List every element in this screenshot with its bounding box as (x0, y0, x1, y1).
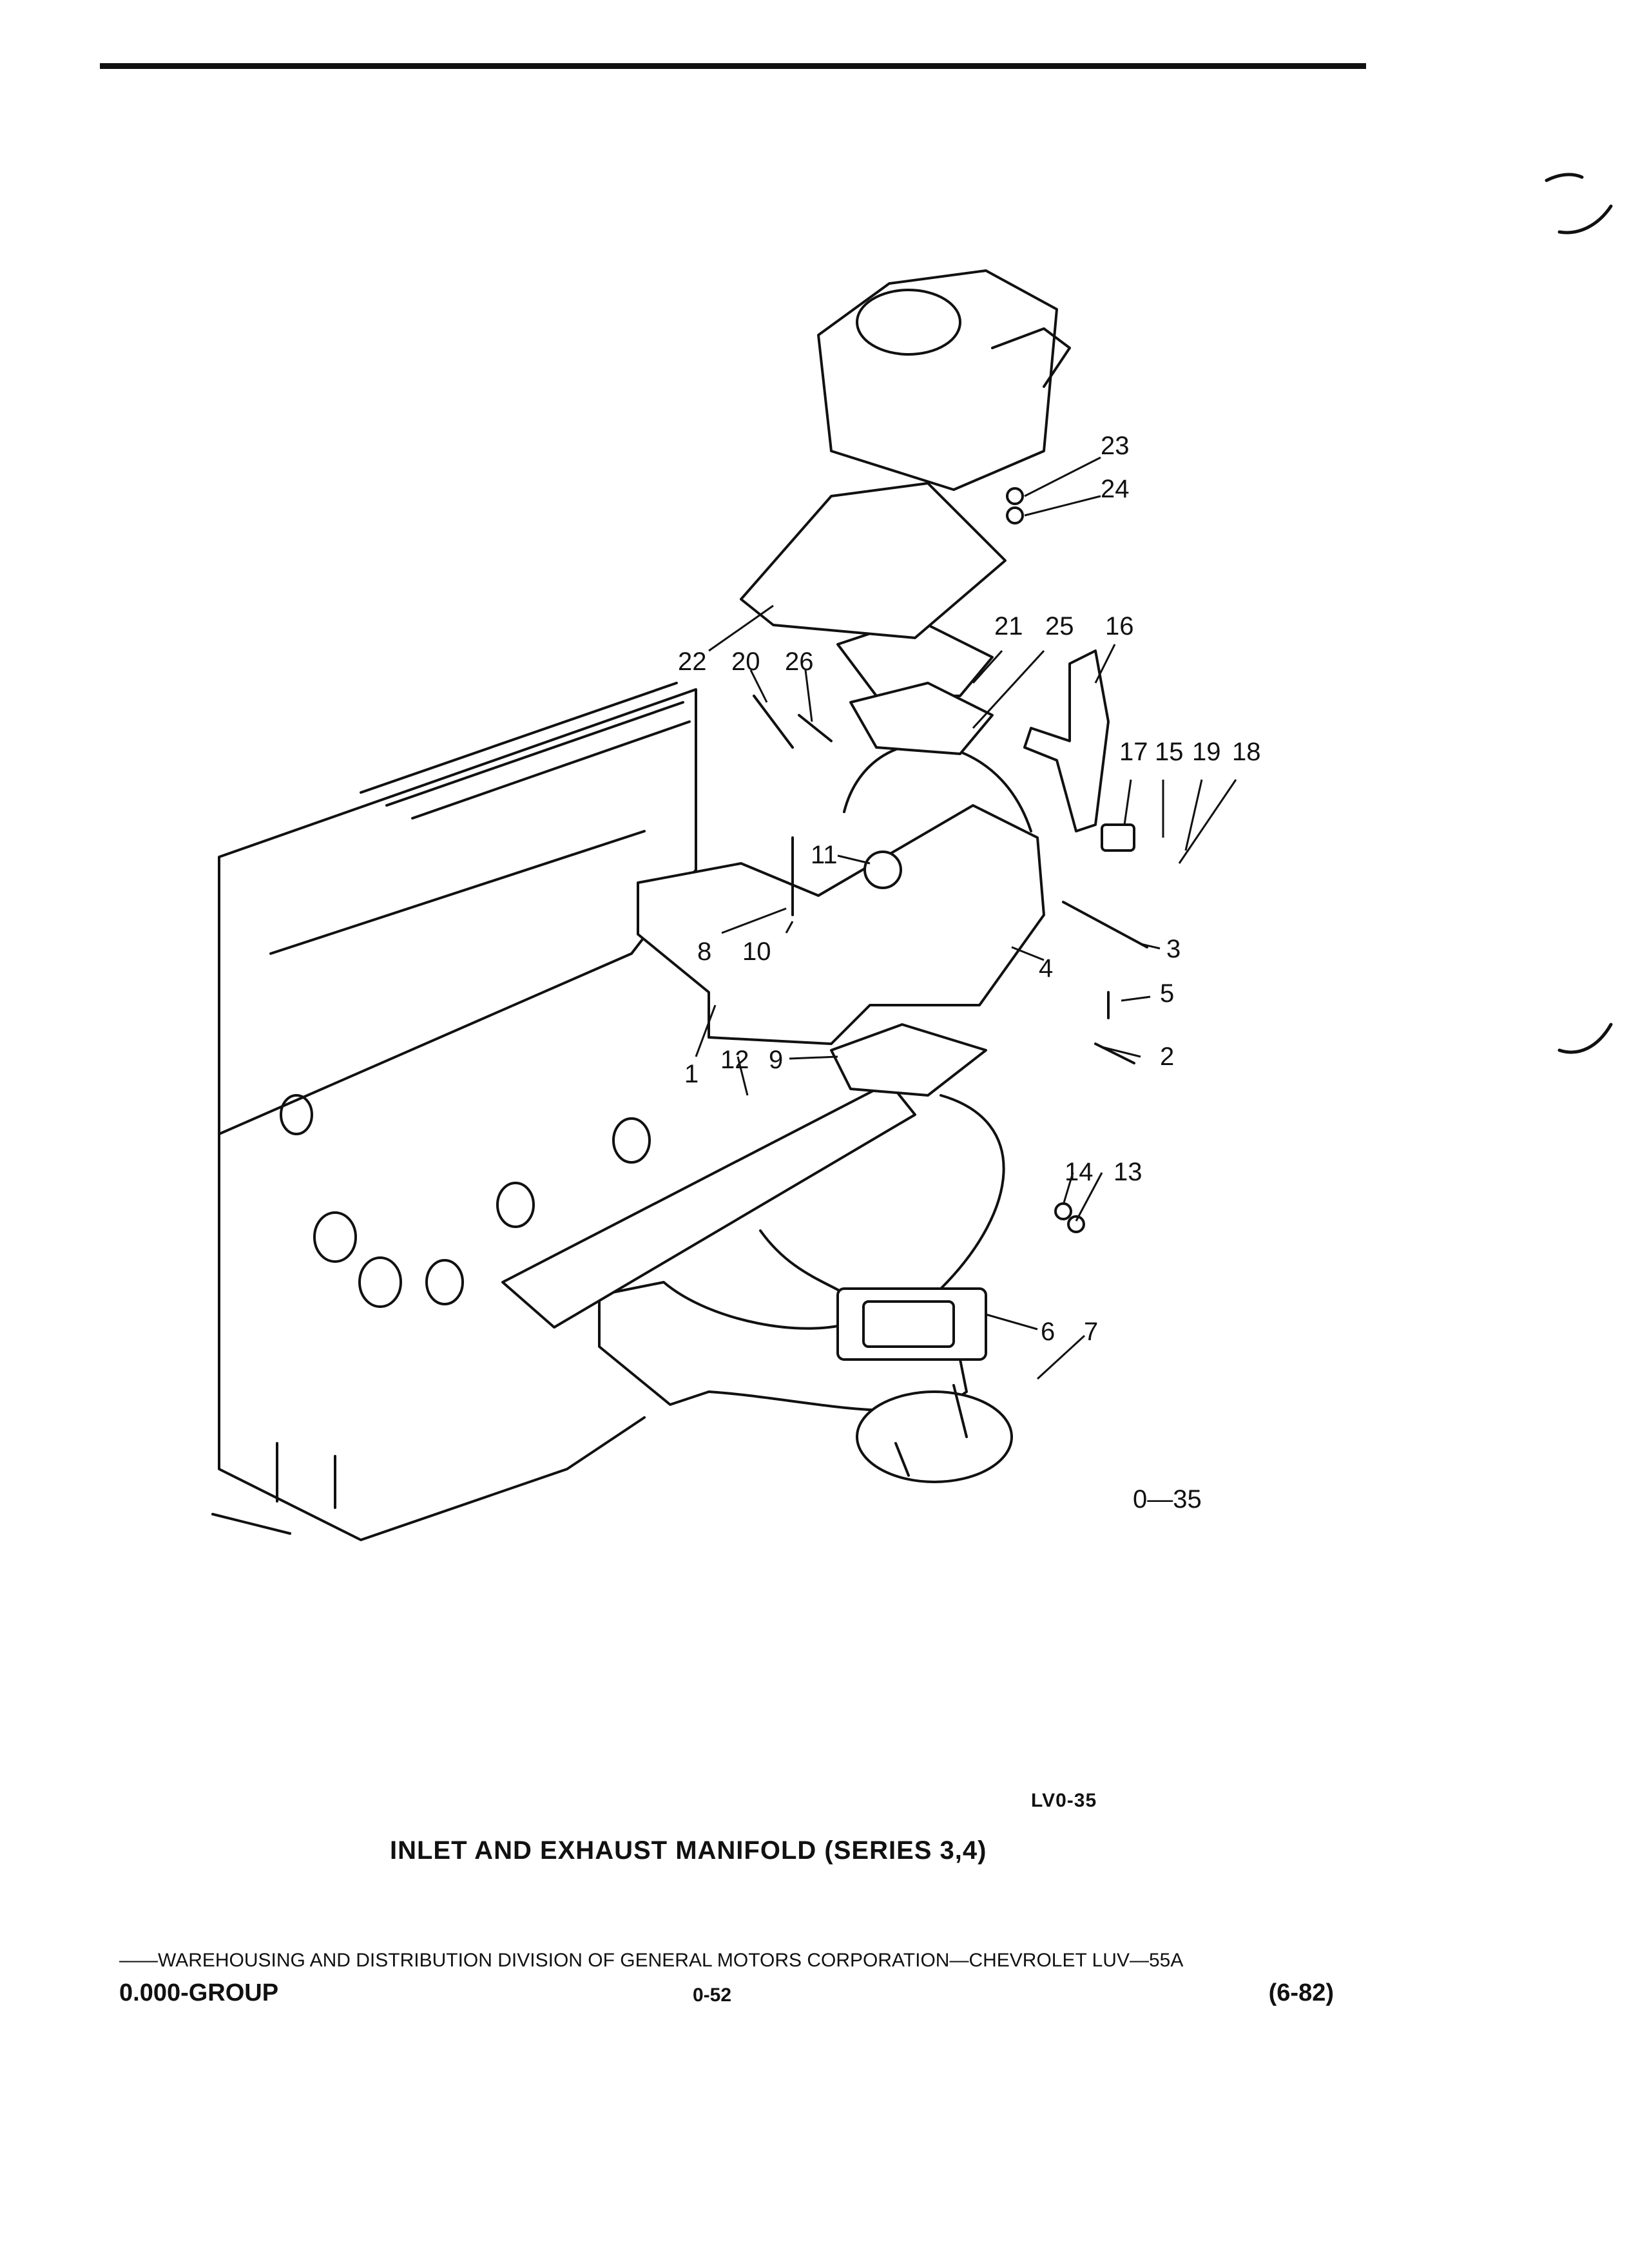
callout-17: 17 (1119, 738, 1148, 766)
footer-publisher-line: ——WAREHOUSING AND DISTRIBUTION DIVISION … (119, 1950, 1184, 1971)
callout-18: 18 (1232, 738, 1261, 766)
callout-12: 12 (720, 1046, 749, 1074)
callout-4: 4 (1039, 954, 1053, 983)
callout-2: 2 (1160, 1043, 1174, 1071)
footer-group: 0.000-GROUP (119, 1979, 279, 2006)
view-code-label: 0—35 (1133, 1485, 1202, 1514)
callout-6: 6 (1041, 1318, 1055, 1346)
stud-3-drawing (1062, 901, 1148, 948)
stud-7-drawing (952, 1384, 968, 1438)
callout-22: 22 (678, 648, 707, 676)
callout-19: 19 (1192, 738, 1221, 766)
heat-shield-drawing (740, 482, 1007, 639)
exploded-parts-diagram: 1 2 3 4 5 6 7 8 9 10 11 12 13 14 15 16 1… (211, 173, 1613, 1541)
figure-caption: INLET AND EXHAUST MANIFOLD (SERIES 3,4) (390, 1836, 987, 1865)
callout-15: 15 (1155, 738, 1184, 766)
bracket-drawing (1023, 649, 1110, 832)
callout-14: 14 (1065, 1158, 1094, 1186)
stud-17-drawing (1101, 823, 1135, 852)
plug-11-drawing (863, 850, 902, 889)
spacer-gasket-drawing (849, 682, 994, 755)
footer-row: 0.000-GROUP 0-52 (6-82) (119, 1979, 1334, 2012)
exhaust-manifold-drawing (598, 1094, 1013, 1483)
callout-23: 23 (1101, 432, 1130, 460)
callout-13: 13 (1113, 1158, 1142, 1186)
washer-24-drawing (1006, 506, 1024, 524)
link-20-drawing (753, 695, 794, 749)
spring-26-drawing (798, 714, 833, 742)
callout-11: 11 (811, 841, 838, 869)
inlet-manifold-drawing (637, 742, 1045, 1045)
callout-20: 20 (731, 648, 760, 676)
footer-date: (6-82) (1268, 1979, 1334, 2006)
callout-21: 21 (994, 612, 1023, 640)
figure-code: LV0-35 (1031, 1790, 1097, 1811)
callout-26: 26 (785, 648, 814, 676)
footer-page-number: 0-52 (693, 1984, 732, 2006)
callout-25: 25 (1045, 612, 1074, 640)
stud-6-drawing (894, 1442, 910, 1477)
washer-14-drawing (1054, 1202, 1072, 1220)
callout-9: 9 (769, 1046, 783, 1074)
exhaust-gasket-drawing (501, 1081, 916, 1329)
callout-1: 1 (684, 1060, 699, 1088)
callout-3: 3 (1166, 935, 1181, 963)
callout-10: 10 (742, 937, 771, 966)
callout-7: 7 (1084, 1318, 1098, 1346)
nut-23-drawing (1006, 487, 1024, 505)
inlet-gasket-drawing (830, 1023, 987, 1097)
top-rule (100, 63, 1366, 69)
callout-5: 5 (1160, 979, 1174, 1008)
callout-8: 8 (697, 937, 711, 966)
callout-24: 24 (1101, 475, 1130, 503)
carburetor-drawing (817, 269, 1071, 491)
engine-block-drawing (211, 682, 697, 1541)
callout-16: 16 (1105, 612, 1134, 640)
nut-13-drawing (1067, 1215, 1085, 1233)
